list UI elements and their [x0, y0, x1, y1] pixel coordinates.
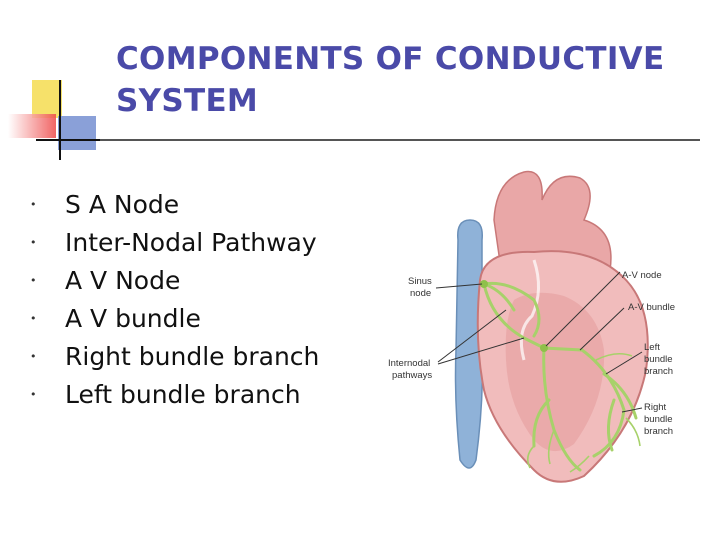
list-item: • Inter-Nodal Pathway [28, 224, 319, 262]
list-item-text: Left bundle branch [65, 380, 301, 409]
label-av-node: A-V node [622, 270, 662, 281]
bullet-icon: • [30, 236, 37, 249]
list-item-text: Right bundle branch [65, 342, 320, 371]
title-decoration [8, 80, 108, 160]
list-item-text: Inter-Nodal Pathway [65, 228, 317, 257]
list-item-text: A V bundle [65, 304, 201, 333]
bullet-icon: • [30, 274, 37, 287]
list-item: • S A Node [28, 186, 319, 224]
list-item-text: A V Node [65, 266, 181, 295]
bullet-icon: • [30, 388, 37, 401]
list-item: • A V Node [28, 262, 319, 300]
label-left-bundle-branch: Left bundle branch [644, 342, 675, 377]
conduction-branches [526, 352, 641, 473]
label-right-bundle-branch: Right bundle branch [644, 402, 675, 437]
list-item: • A V bundle [28, 300, 319, 338]
label-internodal-pathways: Internodal pathways [388, 358, 433, 381]
component-list: • S A Node • Inter-Nodal Pathway • A V Node… [28, 186, 319, 414]
list-item: • Left bundle branch [28, 376, 319, 414]
label-av-bundle: A-V bundle [628, 302, 675, 313]
heart-chambers [505, 292, 605, 452]
title-line-1: COMPONENTS OF CONDUCTIVE [116, 41, 665, 77]
list-item-text: S A Node [65, 190, 180, 219]
slide-title: COMPONENTS OF CONDUCTIVE SYSTEM [116, 38, 706, 122]
heart-conduction-diagram: Sinus node Internodal pathways A-V node … [384, 160, 714, 490]
title-underline [100, 139, 700, 141]
title-line-2: SYSTEM [116, 83, 259, 119]
bullet-icon: • [30, 350, 37, 363]
bullet-icon: • [30, 198, 37, 211]
sinus-node-marker [480, 280, 488, 288]
vena-cava [454, 219, 484, 469]
list-item: • Right bundle branch [28, 338, 319, 376]
label-sinus-node: Sinus node [408, 276, 434, 299]
bullet-icon: • [30, 312, 37, 325]
